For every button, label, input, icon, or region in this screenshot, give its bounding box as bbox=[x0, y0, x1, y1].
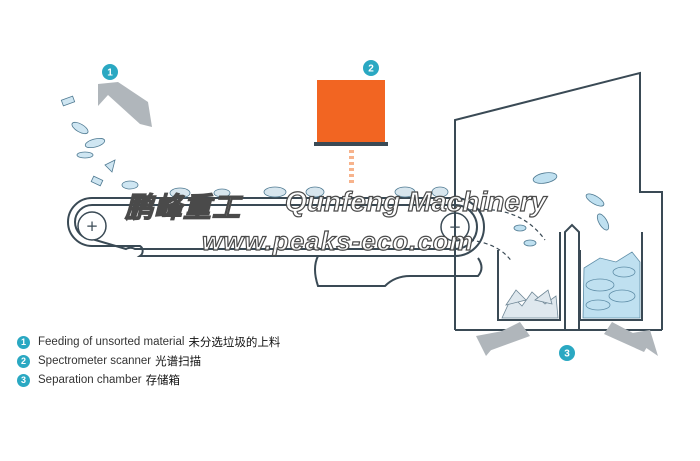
bin-left bbox=[497, 232, 561, 321]
legend-item-3: 3 Separation chamber 存储箱 bbox=[17, 371, 317, 389]
bin-right bbox=[579, 232, 643, 321]
legend-label-zh: 存储箱 bbox=[145, 375, 181, 387]
legend-label-zh: 未分选垃圾的上料 bbox=[188, 337, 281, 349]
separation-chamber bbox=[454, 71, 663, 330]
svg-text:1: 1 bbox=[107, 68, 113, 79]
feed-arrow bbox=[98, 82, 152, 127]
bin-left-contents bbox=[501, 289, 559, 319]
legend-number: 2 bbox=[17, 354, 30, 368]
svg-text:2: 2 bbox=[368, 64, 374, 75]
legend-label-en: Spectrometer scanner bbox=[38, 355, 152, 367]
legend-label-en: Separation chamber bbox=[38, 374, 142, 386]
watermark-company-en: Qunfeng Machinery bbox=[284, 185, 547, 217]
svg-text:3: 3 bbox=[564, 349, 570, 360]
scanner-beam bbox=[349, 150, 354, 183]
belt-roller-left: + bbox=[77, 211, 107, 241]
svg-text:+: + bbox=[86, 217, 99, 235]
watermark-url: www.peaks-eco.com bbox=[201, 225, 474, 256]
output-arrow-right bbox=[604, 322, 650, 352]
legend-label-en: Feeding of unsorted material bbox=[38, 336, 185, 348]
output-arrow-right-head bbox=[626, 330, 658, 356]
ejected-material bbox=[513, 172, 610, 247]
legend-label-zh: 光谱扫描 bbox=[155, 356, 202, 368]
air-jet-lines bbox=[469, 208, 546, 263]
output-arrow-left-head bbox=[476, 330, 508, 356]
bin-right-contents bbox=[582, 251, 641, 319]
conveyor-belt bbox=[67, 197, 485, 257]
falling-material bbox=[60, 95, 139, 190]
legend-number: 1 bbox=[17, 335, 30, 349]
watermark-company-cn: 鹏峰重工 bbox=[124, 191, 242, 223]
belt-material bbox=[169, 186, 449, 199]
scanner-base bbox=[314, 142, 388, 146]
spectrometer-scanner bbox=[317, 80, 385, 142]
air-compressor bbox=[314, 255, 483, 287]
step-badge-3: 3 bbox=[559, 345, 575, 361]
legend-number: 3 bbox=[17, 373, 30, 387]
step-badge-2: 2 bbox=[363, 60, 379, 76]
legend: 1 Feeding of unsorted material 未分选垃圾的上料 … bbox=[17, 333, 317, 390]
chamber-divider bbox=[564, 223, 580, 330]
legend-item-2: 2 Spectrometer scanner 光谱扫描 bbox=[17, 352, 317, 370]
legend-item-1: 1 Feeding of unsorted material 未分选垃圾的上料 bbox=[17, 333, 317, 351]
step-badge-1: 1 bbox=[102, 64, 118, 80]
